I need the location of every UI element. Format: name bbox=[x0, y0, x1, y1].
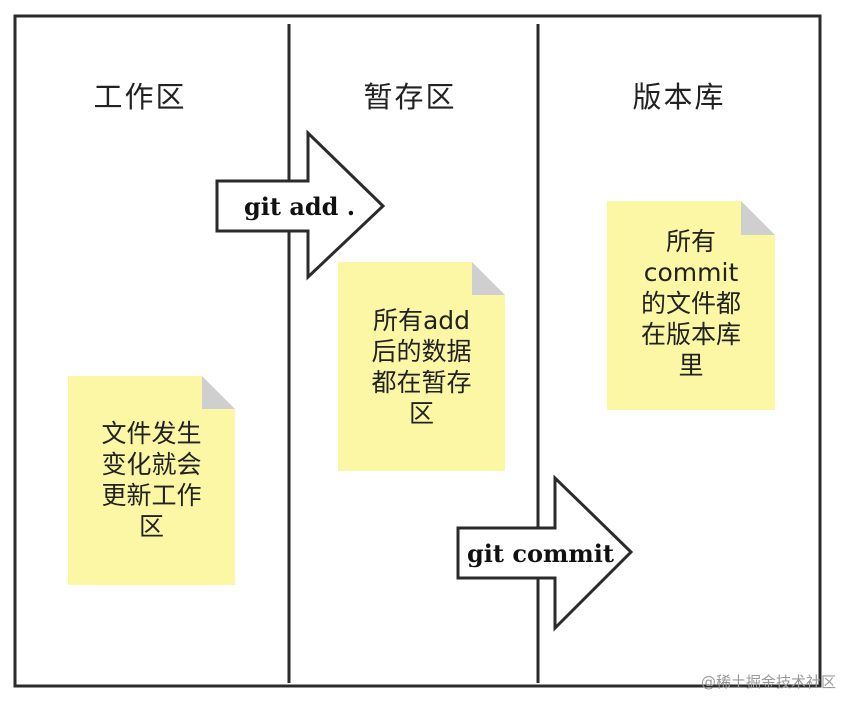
note-workspace-paper bbox=[68, 376, 235, 585]
zone-title-repository: 版本库 bbox=[632, 80, 726, 114]
note-repository bbox=[607, 201, 775, 410]
git-add-label: git add . bbox=[244, 192, 356, 221]
note-staging bbox=[338, 262, 505, 471]
zone-title-workspace: 工作区 bbox=[93, 80, 187, 114]
note-repository-fold bbox=[741, 201, 775, 235]
note-repository-paper bbox=[607, 201, 775, 410]
outer-frame bbox=[13, 14, 822, 688]
note-staging-text: 所有add 后的数据 都在暂存 区 bbox=[371, 306, 472, 428]
note-repository-text: 所有 commit 的文件都 在版本库 里 bbox=[640, 227, 741, 380]
note-workspace-fold bbox=[202, 376, 235, 409]
note-workspace-text: 文件发生 变化就会 更新工作 区 bbox=[101, 419, 202, 541]
watermark-text: @稀土掘金技术社区 bbox=[700, 673, 836, 691]
note-staging-paper bbox=[338, 262, 505, 471]
git-commit-label: git commit bbox=[467, 539, 614, 568]
note-staging-fold bbox=[472, 262, 505, 295]
git-commit-arrow bbox=[456, 474, 634, 632]
note-workspace bbox=[68, 376, 235, 585]
zone-title-staging: 暂存区 bbox=[363, 80, 457, 114]
git-add-arrow bbox=[215, 129, 386, 281]
